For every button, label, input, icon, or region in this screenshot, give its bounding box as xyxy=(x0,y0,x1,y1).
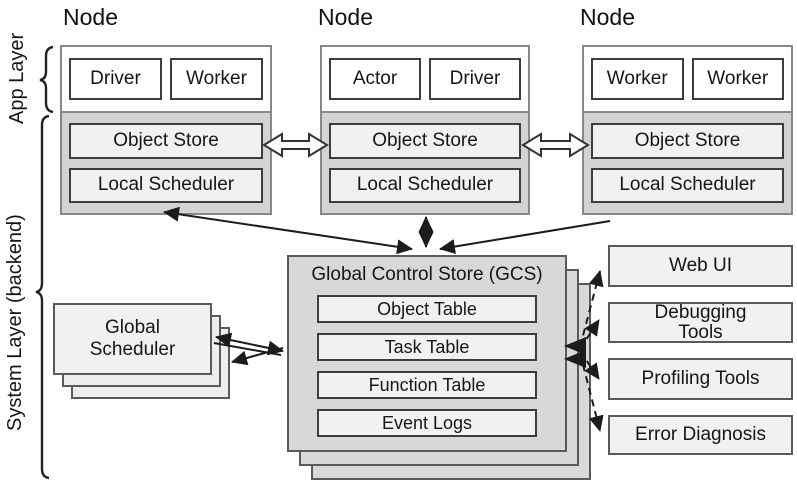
gcs-event-logs: Event Logs xyxy=(317,409,537,437)
system-layer-brace xyxy=(35,114,50,480)
node-2-app-section: Actor Driver xyxy=(322,47,528,111)
node-3-object-store: Object Store xyxy=(591,123,784,159)
node-3-title: Node xyxy=(580,4,635,30)
tool-profiling-tools: Profiling Tools xyxy=(608,358,793,400)
global-scheduler-label: Global Scheduler xyxy=(89,317,176,360)
node-2-system-section: Object Store Local Scheduler xyxy=(320,111,530,215)
object-store-link-arrow-right xyxy=(521,132,590,158)
gcs-node1-arrow xyxy=(163,206,413,255)
object-store-link-arrow-left xyxy=(262,132,329,158)
global-scheduler-box: Global Scheduler xyxy=(53,303,212,375)
worker-box: Worker xyxy=(691,58,784,100)
node-1-title: Node xyxy=(63,4,118,30)
tool-debugging-tools: Debugging Tools xyxy=(608,302,793,343)
worker-box: Worker xyxy=(170,58,263,100)
gcs-box: Global Control Store (GCS) Object Table … xyxy=(287,255,567,452)
tool-error-diagnosis: Error Diagnosis xyxy=(608,415,793,455)
actor-box: Actor xyxy=(329,58,421,100)
system-layer-label: System Layer (backend) xyxy=(4,214,26,432)
node-2-local-scheduler: Local Scheduler xyxy=(329,167,521,203)
gcs-title: Global Control Store (GCS) xyxy=(311,264,543,285)
node-3-local-scheduler: Local Scheduler xyxy=(591,167,784,203)
node-1-system-section: Object Store Local Scheduler xyxy=(60,111,272,215)
node-3-app-section: Worker Worker xyxy=(584,47,791,111)
gcs-function-table: Function Table xyxy=(317,371,537,399)
node-2: Actor Driver Object Store Local Schedule… xyxy=(320,45,530,215)
node-1: Driver Worker Object Store Local Schedul… xyxy=(60,45,272,215)
node-3: Worker Worker Object Store Local Schedul… xyxy=(582,45,793,215)
node-3-system-section: Object Store Local Scheduler xyxy=(582,111,793,215)
gs-gcs-arrow-2 xyxy=(231,347,284,366)
worker-box: Worker xyxy=(591,58,684,100)
app-layer-brace xyxy=(39,45,54,114)
gcs-task-table: Task Table xyxy=(317,333,537,361)
gcs-object-table: Object Table xyxy=(317,295,537,323)
tool-web-ui: Web UI xyxy=(608,245,793,287)
node-1-local-scheduler: Local Scheduler xyxy=(69,167,263,203)
node-1-app-section: Driver Worker xyxy=(62,47,270,111)
node-2-object-store: Object Store xyxy=(329,123,521,159)
driver-box: Driver xyxy=(69,58,162,100)
gcs-node3-arrow xyxy=(439,220,611,254)
app-layer-label: App Layer xyxy=(6,32,28,124)
node-2-title: Node xyxy=(318,4,373,30)
driver-box: Driver xyxy=(429,58,521,100)
node-1-object-store: Object Store xyxy=(69,123,263,159)
